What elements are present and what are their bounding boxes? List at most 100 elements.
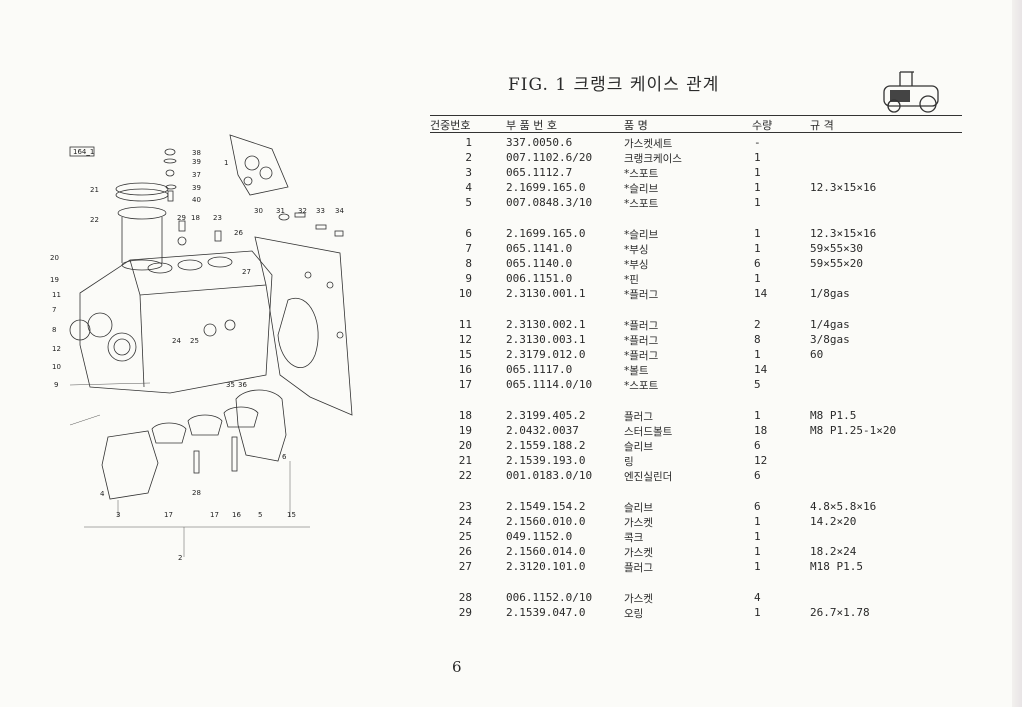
callout-label: 39 (192, 184, 201, 192)
quantity: 1 (754, 606, 761, 619)
specification: 18.2×24 (810, 545, 857, 558)
quantity: 6 (754, 439, 761, 452)
callout-label: 9 (54, 381, 58, 389)
part-name: *스포트 (624, 380, 659, 392)
specification: 26.7×1.78 (810, 606, 870, 619)
item-number: 7 (465, 242, 472, 255)
callout-label: 25 (190, 337, 199, 345)
part-number: 2.1539.193.0 (506, 454, 586, 467)
part-number: 2.1549.154.2 (506, 500, 586, 513)
part-name: 가스켓 (624, 547, 653, 559)
callout-label: 4 (100, 490, 105, 498)
table-row: 24 2.1560.010.0 가스켓 1 14.2×20 (430, 514, 962, 529)
quantity: 1 (754, 227, 761, 240)
callout-label: 37 (192, 171, 201, 179)
part-name: 플러그 (624, 562, 653, 574)
part-number: 065.1140.0 (506, 257, 573, 270)
part-name: *플러그 (624, 289, 659, 301)
part-name: 엔진실린더 (624, 471, 673, 483)
callout-label: 6 (282, 453, 287, 461)
item-number: 22 (458, 469, 472, 482)
item-number: 19 (458, 424, 472, 437)
part-number: 2.1699.165.0 (506, 181, 586, 194)
quantity: 1 (754, 151, 761, 164)
item-number: 16 (458, 363, 472, 376)
part-number: 2.1539.047.0 (506, 606, 586, 619)
part-number: 006.1151.0 (506, 272, 573, 285)
callout-label: 5 (258, 511, 262, 519)
item-number: 10 (458, 287, 472, 300)
group-spacer (430, 574, 962, 590)
quantity: 2 (754, 318, 761, 331)
quantity: 6 (754, 469, 761, 482)
callout-label: 24 (172, 337, 181, 345)
part-number: 2.1560.010.0 (506, 515, 586, 528)
callout-label: 3 (116, 511, 120, 519)
table-header: 건중번호 부 품 번 호 품 명 수량 규 격 (430, 115, 962, 133)
callout-label: 15 (287, 511, 296, 519)
part-name: 슬리브 (624, 441, 653, 453)
part-number: 006.1152.0/10 (506, 591, 593, 604)
item-number: 23 (458, 500, 472, 513)
specification: 14.2×20 (810, 515, 857, 528)
callout-label: 2 (178, 554, 182, 562)
part-name: *핀 (624, 274, 639, 286)
quantity: 1 (754, 166, 761, 179)
header-qty: 수량 (752, 119, 773, 132)
quantity: 14 (754, 363, 768, 376)
quantity: 1 (754, 196, 761, 209)
part-name: 콕크 (624, 532, 644, 544)
callout-label: 27 (242, 268, 251, 276)
part-number: 2.3120.101.0 (506, 560, 586, 573)
part-name: 가스켓 (624, 517, 653, 529)
quantity: 1 (754, 181, 761, 194)
callout-label: 32 (298, 207, 307, 215)
header-name: 품 명 (624, 119, 648, 132)
part-name: *슬리브 (624, 183, 659, 195)
header-part: 부 품 번 호 (506, 119, 557, 132)
item-number: 25 (458, 530, 472, 543)
quantity: 1 (754, 545, 761, 558)
callout-label: 33 (316, 207, 325, 215)
item-number: 26 (458, 545, 472, 558)
callout-label: 21 (90, 186, 99, 194)
quantity: 1 (754, 348, 761, 361)
part-number: 065.1112.7 (506, 166, 573, 179)
item-number: 21 (458, 454, 472, 467)
part-number: 2.3130.003.1 (506, 333, 586, 346)
callout-label: 17 (210, 511, 219, 519)
quantity: 1 (754, 242, 761, 255)
part-name: 가스켓 (624, 593, 653, 605)
callout-label: 11 (52, 291, 61, 299)
group-spacer (430, 210, 962, 226)
specification: 3/8gas (810, 333, 850, 346)
item-number: 24 (458, 515, 472, 528)
header-no: 건중번호 (430, 119, 471, 132)
item-number: 15 (458, 348, 472, 361)
part-number: 2.3130.001.1 (506, 287, 586, 300)
item-number: 12 (458, 333, 472, 346)
callout-label: 26 (234, 229, 243, 237)
quantity: 1 (754, 530, 761, 543)
item-number: 11 (458, 318, 472, 331)
item-number: 6 (465, 227, 472, 240)
group-spacer (430, 483, 962, 499)
quantity: 1 (754, 515, 761, 528)
part-name: 가스켓세트 (624, 138, 673, 150)
part-number: 2.3199.405.2 (506, 409, 586, 422)
callout-label: 29 (177, 214, 186, 222)
